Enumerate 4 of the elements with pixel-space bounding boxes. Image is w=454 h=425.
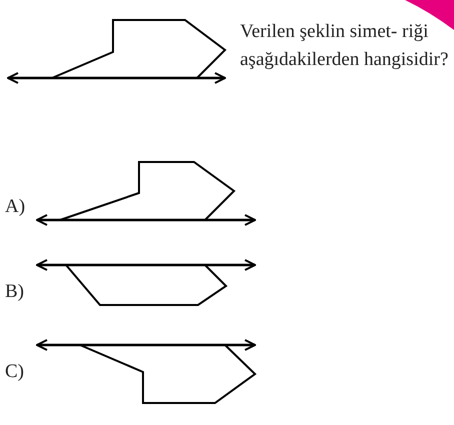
option-letter: B) [5, 280, 24, 304]
option-letter: C) [5, 360, 24, 384]
question-text: Verilen şeklin simet- riği aşağıdakilerden hangisidir? [240, 20, 450, 72]
option-letter: A) [5, 195, 26, 219]
